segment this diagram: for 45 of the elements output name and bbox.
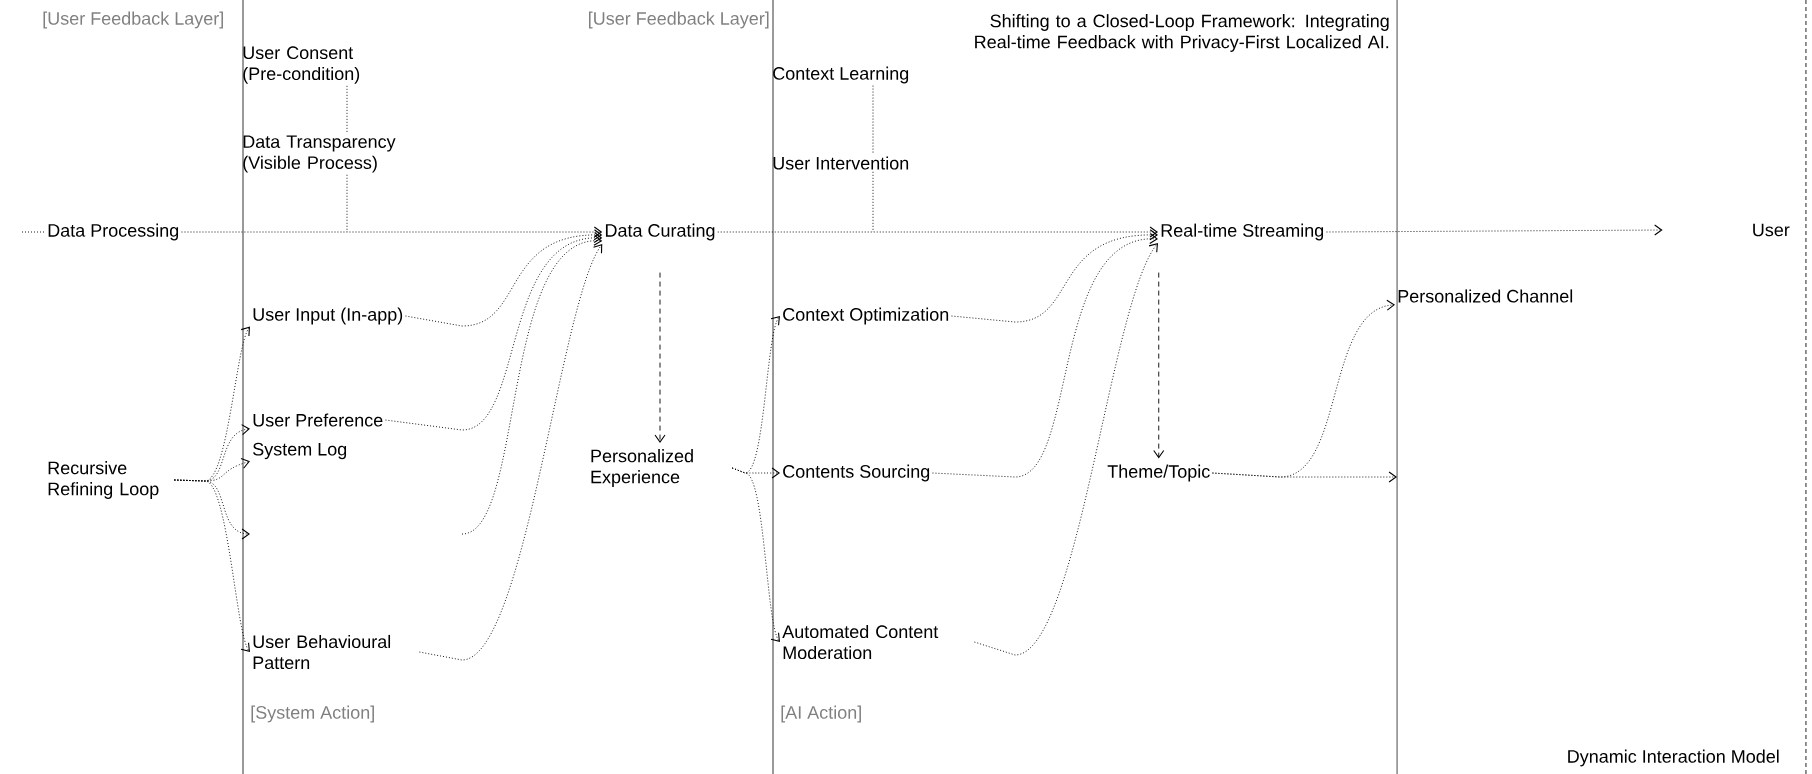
heading-text: Shifting to a Closed-Loop Framework: Integrating Real-time Feedback with Privacy-First Localized AI.: [975, 14, 1389, 52]
arrow: [932, 232, 1158, 478]
arrow: [654, 272, 666, 443]
step-label: Context Learning: [773, 66, 909, 84]
connector-line: [21, 231, 46, 233]
arrow: [181, 226, 603, 238]
arrow: [173, 479, 250, 652]
connector-line: [346, 174, 348, 233]
step-label: User: [1753, 223, 1790, 237]
arrow: [405, 229, 603, 327]
step-label: User Preference: [253, 413, 383, 427]
section-label: [User Feedback Layer]: [43, 11, 223, 29]
step-label: User Behavioural Pattern: [253, 634, 391, 670]
arrow: [1326, 224, 1663, 236]
step-label: Personalized Experience: [591, 449, 693, 487]
step-label: Context Optimization: [783, 307, 949, 325]
arrow: [1212, 471, 1397, 483]
section-label: [System Action]: [251, 705, 374, 723]
step-label: Recursive Refining Loop: [48, 461, 159, 499]
step-label: User Input (In-app): [253, 307, 403, 325]
step-label: Real-time Streaming: [1161, 223, 1324, 241]
step-label: User Consent (Pre-condition): [243, 46, 360, 84]
step-label: User Intervention: [773, 156, 909, 170]
section-label: [AI Action]: [781, 705, 861, 723]
arrow: [717, 226, 1158, 238]
step-label: Personalized Channel: [1398, 289, 1573, 303]
arrow: [973, 243, 1159, 656]
arrow: [951, 229, 1158, 323]
section-label: [User Feedback Layer]: [589, 11, 769, 29]
connector-line: [872, 85, 874, 155]
caption-text: Dynamic Interaction Model: [1568, 749, 1779, 767]
connector-line: [346, 85, 348, 134]
arrow: [731, 467, 780, 642]
step-label: Contents Sourcing: [783, 464, 930, 482]
arrow: [385, 232, 603, 431]
arrow: [461, 234, 603, 535]
connector-line: [872, 171, 874, 233]
arrow: [1153, 272, 1165, 459]
step-label: System Log: [253, 442, 347, 460]
step-label: Automated Content Moderation: [782, 624, 939, 660]
step-label: Theme/Topic: [1107, 464, 1210, 482]
step-label: Data Transparency (Visible Process): [243, 135, 396, 173]
step-label: Data Processing: [48, 223, 179, 241]
arrow: [418, 244, 603, 661]
step-label: Data Curating: [605, 223, 715, 241]
